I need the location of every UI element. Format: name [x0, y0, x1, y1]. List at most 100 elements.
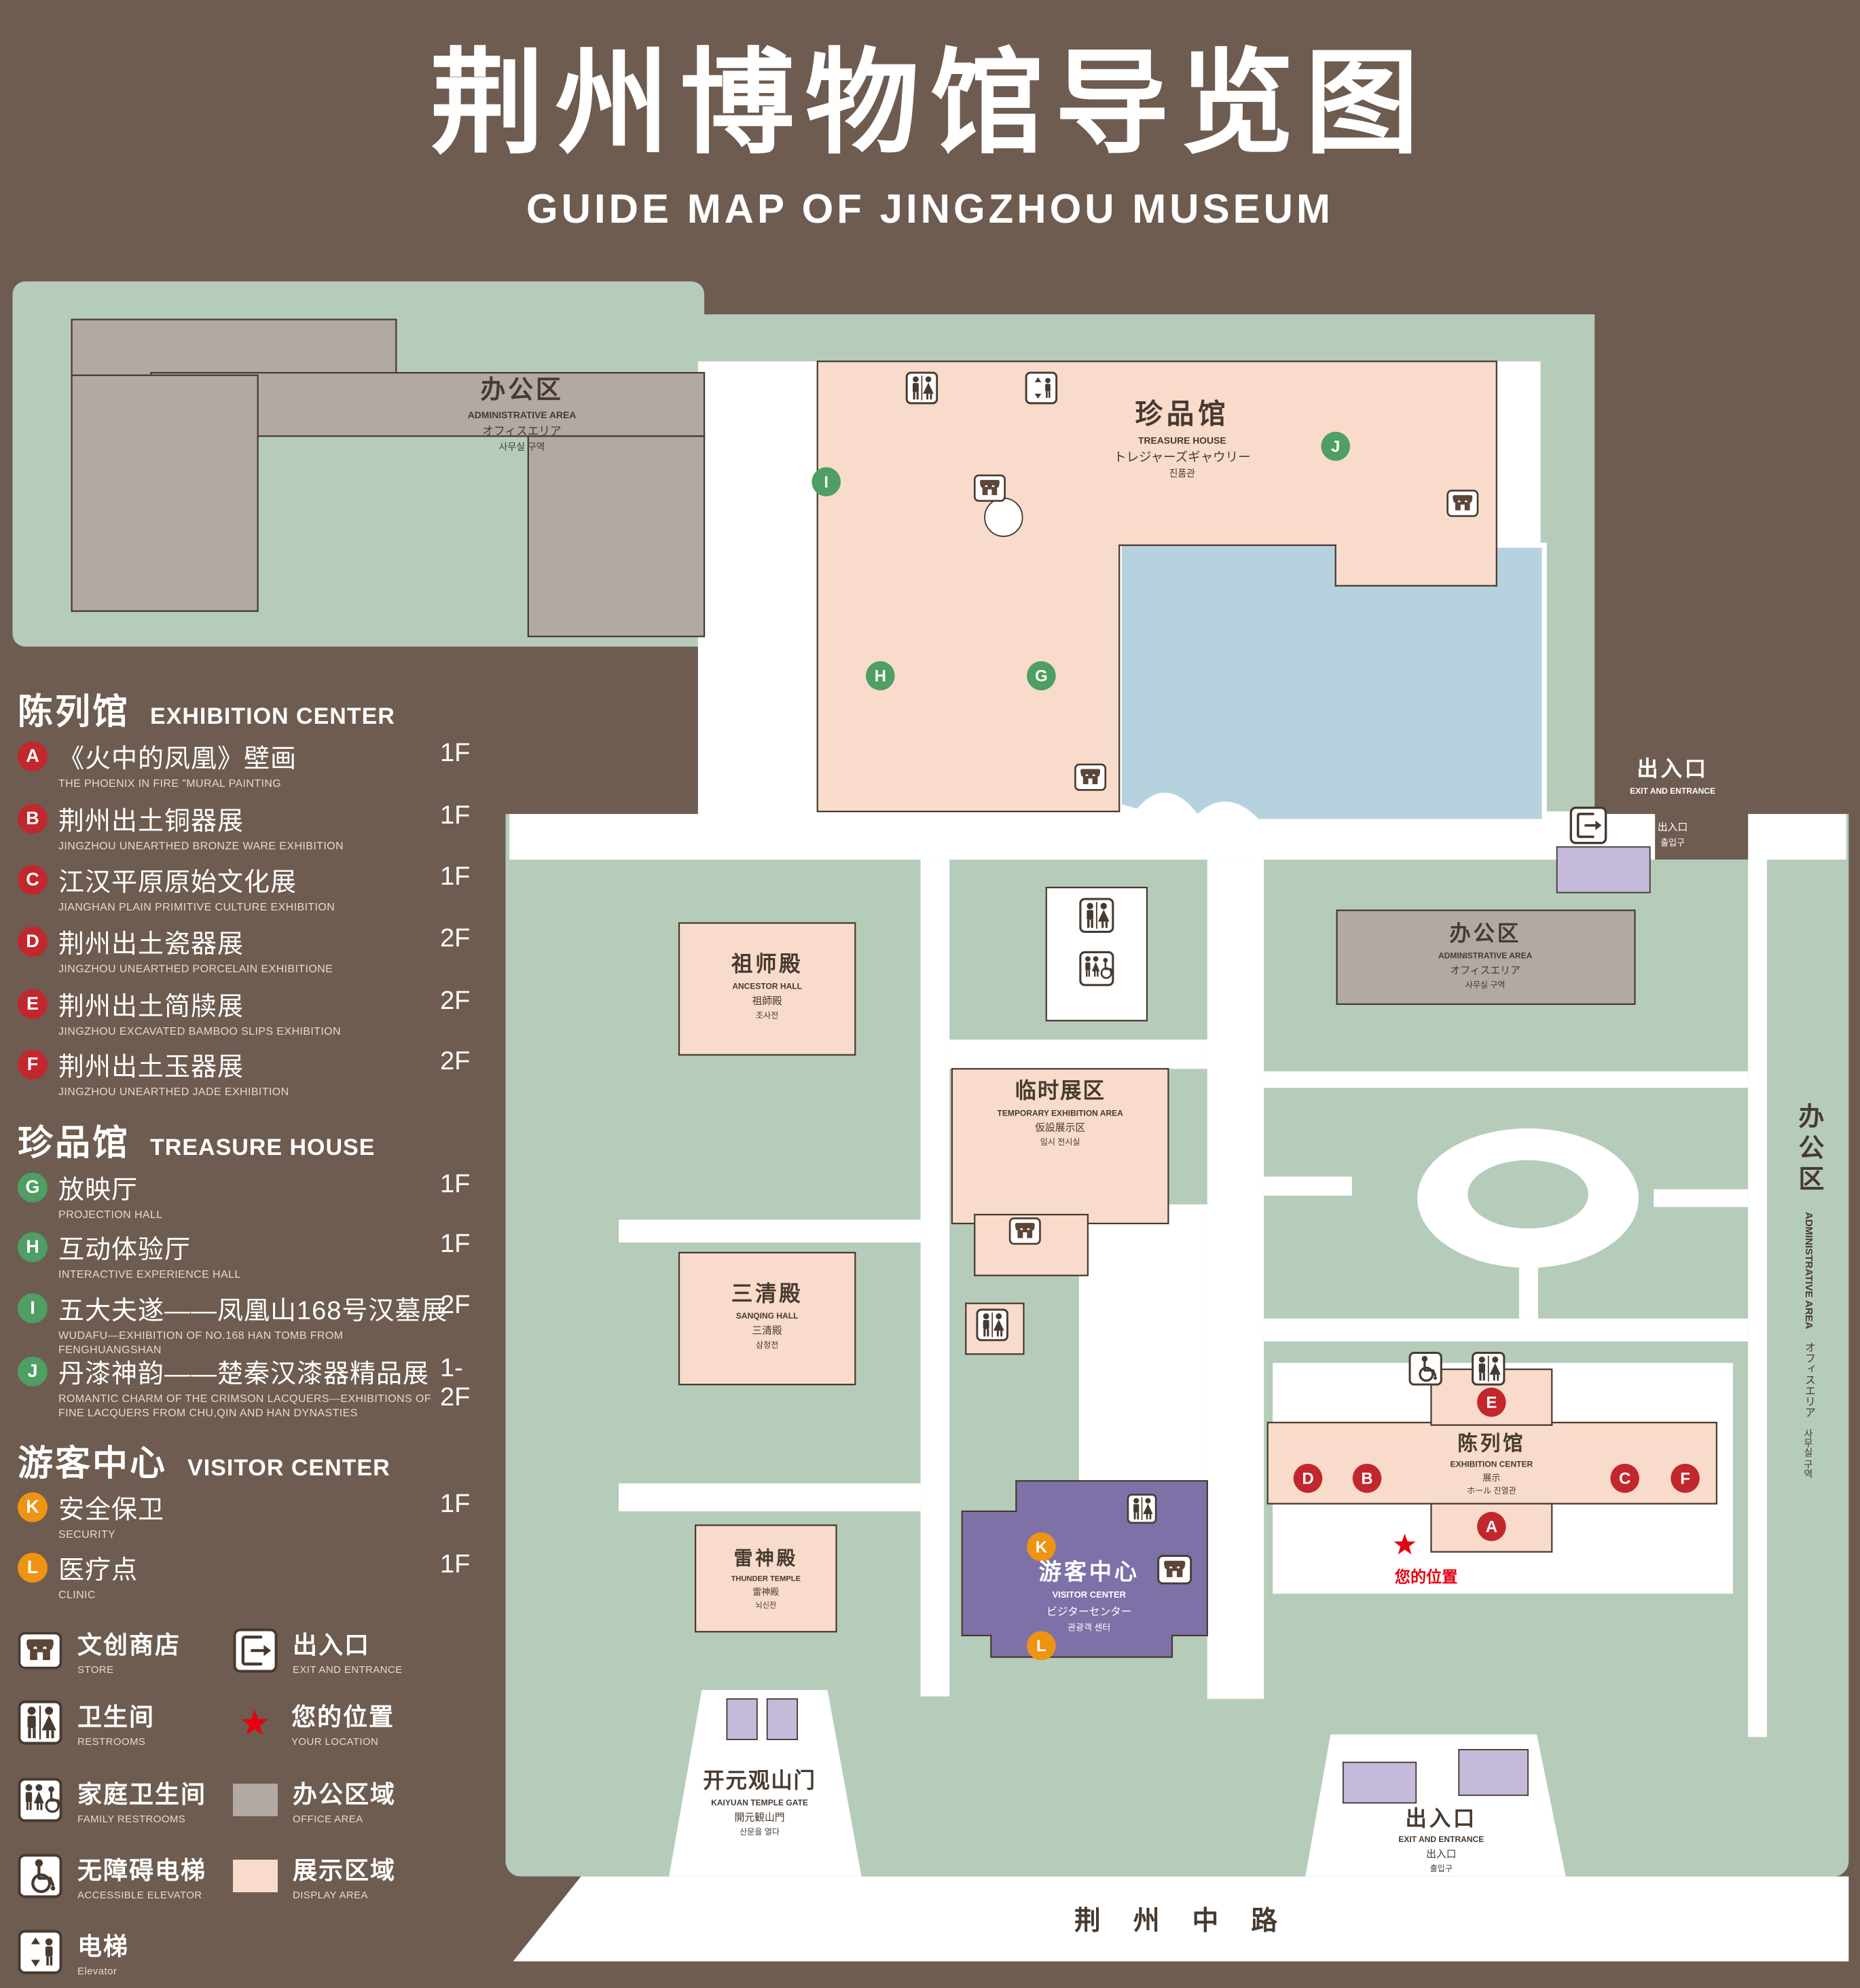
svg-text:ホール 진열관: ホール 진열관	[1467, 1486, 1516, 1496]
restroom-icon	[1127, 1494, 1157, 1524]
svg-text:E: E	[1486, 1394, 1497, 1412]
symbol-sub: STORE	[77, 1664, 114, 1676]
symbol-sub: FAMILY RESTROOMS	[77, 1814, 186, 1825]
marker-badge-B: B	[18, 803, 48, 834]
map-marker-A: A	[1477, 1511, 1506, 1541]
east-path-2	[1264, 1319, 1749, 1342]
restroom-icon	[1079, 898, 1114, 933]
section-title-zh: 珍品馆	[18, 1124, 130, 1163]
svg-text:出入口: 出入口	[1406, 1806, 1478, 1830]
exhibition-center-building	[1266, 1368, 1717, 1553]
legend-symbol-your-location: 您的位置 YOUR LOCATION	[233, 1697, 395, 1748]
svg-text:뇌신전: 뇌신전	[756, 1601, 777, 1610]
svg-text:祖師殿: 祖師殿	[752, 995, 782, 1007]
marker-badge-C: C	[18, 864, 48, 895]
svg-text:D: D	[1302, 1470, 1313, 1488]
svg-text:F: F	[1680, 1470, 1690, 1488]
gate-block-1	[726, 1698, 758, 1740]
center-vertical-path	[1207, 860, 1264, 1699]
west-path-1	[619, 1219, 921, 1242]
marker-badge-F: F	[18, 1049, 48, 1080]
svg-text:雷神殿: 雷神殿	[752, 1587, 779, 1597]
legend-section-visitor-center: 游客中心 VISITOR CENTER	[18, 1435, 390, 1486]
page-title-en: GUIDE MAP OF JINGZHOU MUSEUM	[526, 186, 1334, 232]
svg-text:KAIYUAN TEMPLE GATE: KAIYUAN TEMPLE GATE	[711, 1798, 808, 1807]
store-icon	[1008, 1217, 1041, 1245]
map-buildings	[71, 318, 1717, 1804]
map-marker-L: L	[1027, 1631, 1056, 1661]
fountain	[984, 497, 1023, 537]
symbol-sub: YOUR LOCATION	[291, 1736, 379, 1748]
svg-text:出入口: 出入口	[1426, 1849, 1456, 1860]
marker-badge-K: K	[18, 1492, 48, 1522]
item-floor: 1F	[440, 1230, 471, 1258]
visitor-center-building	[961, 1479, 1208, 1658]
svg-text:ADMINISTRATIVE AREA: ADMINISTRATIVE AREA	[468, 409, 577, 420]
pond	[1023, 507, 1547, 824]
center-path-1	[949, 1039, 1207, 1069]
section-title-en: VISITOR CENTER	[187, 1455, 390, 1481]
family-restroom-icon	[18, 1778, 62, 1822]
svg-text:L: L	[1036, 1637, 1046, 1655]
center-courtyard	[1078, 1204, 1207, 1484]
section-title-en: TREASURE HOUSE	[150, 1135, 376, 1160]
item-floor: 1F	[440, 1170, 471, 1198]
entrance-blocks	[726, 846, 1651, 1804]
east-path-1	[1264, 1071, 1749, 1088]
north-green-band	[701, 314, 1597, 362]
map-marker-J: J	[1321, 431, 1351, 461]
west-vertical-path	[920, 860, 950, 1697]
restroom-icon	[1472, 1351, 1506, 1386]
svg-text:J: J	[1331, 438, 1340, 456]
store-icon	[18, 1632, 62, 1670]
mask-northeast	[1594, 281, 1860, 814]
item-name: 丹漆神韵——楚秦汉漆器精品展	[58, 1360, 430, 1388]
item-sub: WUDAFU—EXHIBITION OF NO.168 HAN TOMB FRO…	[58, 1330, 344, 1356]
garden-path-east	[1654, 1189, 1749, 1207]
svg-text:オフィスエリア: オフィスエリア	[1450, 965, 1520, 976]
item-sub: JIANGHAN PLAIN PRIMITIVE CULTURE EXHIBIT…	[58, 902, 335, 913]
svg-text:EXIT AND ENTRANCE: EXIT AND ENTRANCE	[1398, 1835, 1484, 1844]
svg-text:オフィスエリア: オフィスエリア	[482, 424, 561, 437]
svg-text:EXIT AND ENTRANCE: EXIT AND ENTRANCE	[1630, 786, 1715, 796]
legend-symbol-family-restroom: 家庭卫生间 FAMILY RESTROOMS	[18, 1775, 206, 1825]
map-markers: I J H G E D B C F A K L	[812, 431, 1700, 1661]
symbol-name: 家庭卫生间	[77, 1780, 207, 1808]
item-sub: JINGZHOU UNEARTHED PORCELAIN EXHIBITIONE	[58, 963, 333, 975]
svg-text:開元観山門: 開元観山門	[735, 1811, 785, 1823]
admin-center-building	[1336, 909, 1636, 1006]
road-label: 荆 州 中 路	[1074, 1907, 1290, 1936]
label-temporary-area: 临时展区 TEMPORARY EXHIBITION AREA 仮設展示区 임시 …	[998, 1078, 1124, 1147]
legend-section-exhibition-center: 陈列馆 EXHIBITION CENTER	[18, 683, 395, 734]
label-exhibition-center: 陈列馆 EXHIBITION CENTER 展示 ホール 진열관	[1451, 1432, 1533, 1496]
road	[513, 1876, 1849, 1962]
symbol-name: 您的位置	[291, 1703, 395, 1731]
svg-text:游客中心: 游客中心	[1039, 1560, 1139, 1585]
item-floor: 1-2F	[440, 1354, 471, 1412]
section-title-zh: 陈列馆	[18, 693, 130, 732]
label-exit-right: 出入口 EXIT AND ENTRANCE 出入口 출입구	[1630, 756, 1715, 848]
marker-badge-H: H	[18, 1232, 48, 1262]
symbol-sub: EXIT AND ENTRANCE	[293, 1664, 403, 1676]
item-sub: SECURITY	[58, 1529, 116, 1541]
gate-forecourt	[669, 1690, 862, 1877]
item-name: 荆州出土铜器展	[58, 807, 244, 836]
label-treasure-house: 珍品馆 TREASURE HOUSE トレジャーズギャウリー 진품관	[1114, 399, 1251, 479]
svg-text:삼청전: 삼청전	[756, 1340, 778, 1350]
marker-badge-J: J	[18, 1356, 48, 1386]
svg-text:관광객 센터: 관광객 센터	[1068, 1622, 1110, 1632]
label-thunder-temple: 雷神殿 THUNDER TEMPLE 雷神殿 뇌신전	[731, 1547, 801, 1610]
svg-text:산문을 열다: 산문을 열다	[740, 1827, 780, 1837]
west-path-2	[619, 1483, 921, 1511]
admin-east-en: ADMINISTRATIVE AREA	[1802, 1211, 1815, 1329]
admin-east-zh: 办公区	[1793, 1103, 1823, 1197]
